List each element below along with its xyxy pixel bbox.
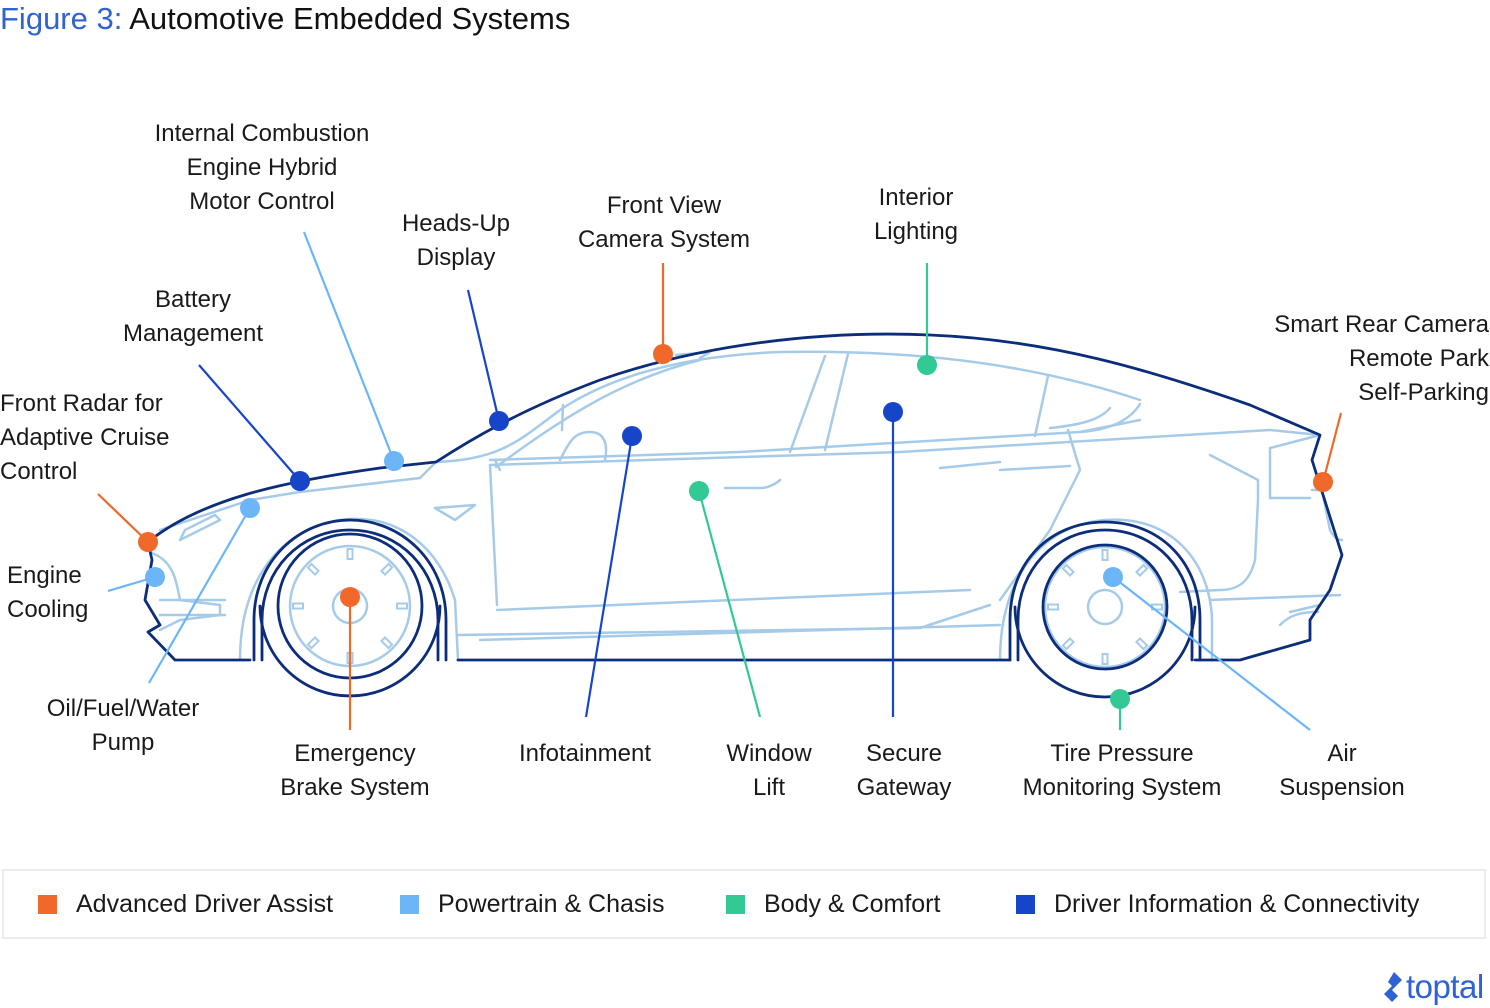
callout-dot-tire-pressure	[1110, 689, 1130, 709]
callout-dot-front-radar	[138, 532, 158, 552]
leader-line-oil-fuel-water-pump	[148, 507, 251, 684]
label-battery-management: Battery Management	[122, 286, 264, 347]
label-tire-pressure: Tire Pressure Monitoring System	[1022, 740, 1222, 801]
figure-title: Figure 3: Automotive Embedded Systems	[0, 0, 570, 38]
legend: Advanced Driver Assist Powertrain & Chas…	[2, 869, 1486, 939]
spoke-notch-inner	[1064, 566, 1073, 575]
legend-label: Advanced Driver Assist	[76, 889, 334, 918]
callout-dot-battery-management	[290, 471, 310, 491]
leader-line-window-lift	[697, 490, 762, 718]
label-infotainment: Infotainment	[518, 740, 652, 767]
callouts	[97, 231, 1343, 731]
callout-dot-secure-gateway	[883, 402, 903, 422]
spoke-notch-inner	[309, 565, 318, 574]
label-interior-lighting: Interior Lighting	[873, 184, 959, 245]
leader-line-internal-combustion	[302, 231, 396, 462]
leader-line-heads-up-display	[466, 289, 501, 422]
label-emergency-brake: Emergency Brake System	[280, 740, 430, 801]
label-air-suspension: Air Suspension	[1279, 740, 1405, 801]
callout-dot-interior-lighting	[917, 355, 937, 375]
leader-line-battery-management	[198, 364, 301, 482]
label-internal-combustion: Internal Combustion Engine Hybrid Motor …	[154, 120, 370, 215]
label-oil-fuel-water-pump: Oil/Fuel/Water Pump	[46, 695, 200, 756]
callout-dot-emergency-brake	[340, 587, 360, 607]
car-diagram	[97, 231, 1344, 731]
spoke-notch-inner	[1137, 639, 1146, 648]
label-heads-up-display: Heads-Up Display	[401, 210, 511, 271]
legend-label: Body & Comfort	[764, 889, 941, 918]
spoke-notch-inner	[382, 565, 391, 574]
callout-dot-smart-rear-camera	[1313, 472, 1333, 492]
legend-swatch	[726, 894, 745, 914]
legend-item-body-comfort: Body & Comfort	[726, 871, 940, 937]
callout-dot-infotainment	[622, 426, 642, 446]
spoke-notch-inner	[1064, 639, 1073, 648]
figure-number: Figure 3:	[0, 1, 123, 36]
callout-dot-heads-up-display	[489, 411, 509, 431]
spoke-notch-inner	[382, 638, 391, 647]
figure-name: Automotive Embedded Systems	[129, 1, 571, 36]
label-engine-cooling: Engine Cooling	[7, 562, 89, 623]
wheel-spokes	[292, 548, 1163, 665]
callout-dot-air-suspension	[1103, 567, 1123, 587]
toptal-mark-icon	[1384, 972, 1402, 1002]
legend-item-advanced-driver-assist: Advanced Driver Assist	[38, 871, 333, 937]
legend-swatch	[400, 894, 419, 914]
legend-item-powertrain-chasis: Powertrain & Chasis	[400, 871, 664, 937]
car-outline	[143, 332, 1344, 699]
legend-item-driver-information: Driver Information & Connectivity	[1016, 871, 1419, 937]
leader-line-air-suspension	[1112, 576, 1311, 731]
legend-swatch	[1016, 894, 1035, 914]
callout-dot-oil-fuel-water-pump	[240, 498, 260, 518]
logo-text: toptal	[1406, 968, 1484, 1005]
callout-dot-internal-combustion	[384, 451, 404, 471]
leader-line-smart-rear-camera	[1321, 412, 1343, 483]
legend-swatch	[38, 894, 57, 914]
label-front-view-camera: Front View Camera System	[577, 192, 751, 253]
legend-label: Driver Information & Connectivity	[1054, 889, 1420, 918]
spoke-notch-inner	[309, 638, 318, 647]
toptal-logo[interactable]: toptal	[1380, 968, 1484, 1006]
leader-line-infotainment	[584, 435, 634, 718]
label-smart-rear-camera: Smart Rear Camera Remote Park Self-Parki…	[1274, 311, 1489, 406]
label-secure-gateway: Secure Gateway	[856, 740, 952, 801]
callout-dot-engine-cooling	[145, 567, 165, 587]
leader-line-front-radar	[97, 493, 149, 543]
car-details	[150, 350, 1344, 669]
callout-dot-front-view-camera	[653, 344, 673, 364]
legend-label: Powertrain & Chasis	[438, 889, 665, 918]
label-front-radar: Front Radar for Adaptive Cruise Control	[0, 390, 170, 485]
label-window-lift: Window Lift	[726, 740, 812, 801]
spoke-notch-inner	[1137, 566, 1146, 575]
callout-dot-window-lift	[689, 481, 709, 501]
